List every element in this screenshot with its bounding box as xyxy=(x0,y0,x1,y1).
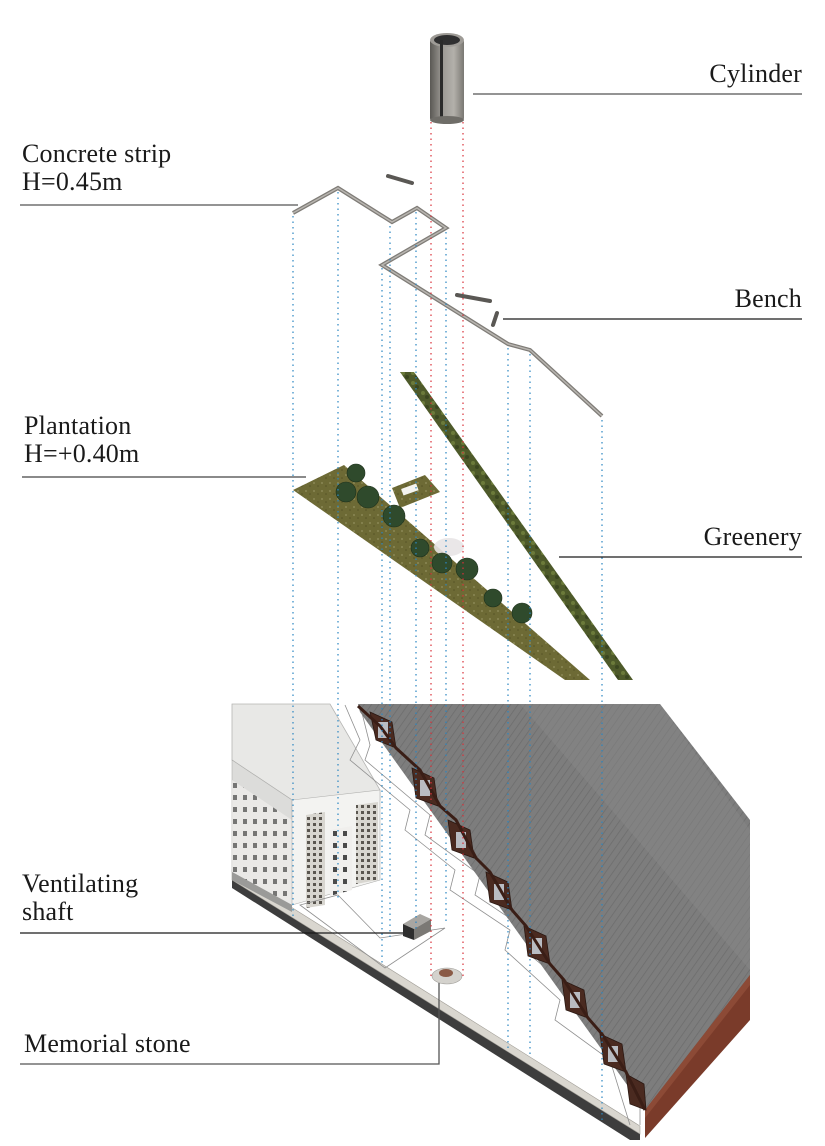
leader-lines xyxy=(20,93,802,1065)
ground-outline xyxy=(344,704,631,1126)
plantation-layer xyxy=(293,463,590,680)
site-fence-edge xyxy=(232,880,640,1140)
concrete-strip xyxy=(292,185,604,418)
memorial-stone-object xyxy=(431,967,463,985)
label-greenery: Greenery xyxy=(703,522,802,551)
label-concrete-strip: Concrete strip H=0.45m xyxy=(22,139,172,196)
benches xyxy=(386,174,499,327)
label-memorial-stone: Memorial stone xyxy=(24,1029,191,1058)
label-plantation: Plantation H=+0.40m xyxy=(24,411,140,468)
leader-memorial-stone xyxy=(20,983,440,1065)
office-building xyxy=(231,703,381,912)
hall-building xyxy=(356,704,750,1138)
cylinder-object xyxy=(430,33,464,124)
ventilation-area-outline xyxy=(299,894,446,969)
label-cylinder: Cylinder xyxy=(709,59,802,88)
ventilating-shaft-object xyxy=(403,914,431,940)
base-site xyxy=(231,703,750,1140)
trees xyxy=(335,463,533,624)
label-bench: Bench xyxy=(734,284,802,313)
label-ventilating-shaft: Ventilating shaft xyxy=(22,869,139,926)
projection-lines-blue xyxy=(292,192,603,1122)
greenery-hedge xyxy=(400,372,633,680)
